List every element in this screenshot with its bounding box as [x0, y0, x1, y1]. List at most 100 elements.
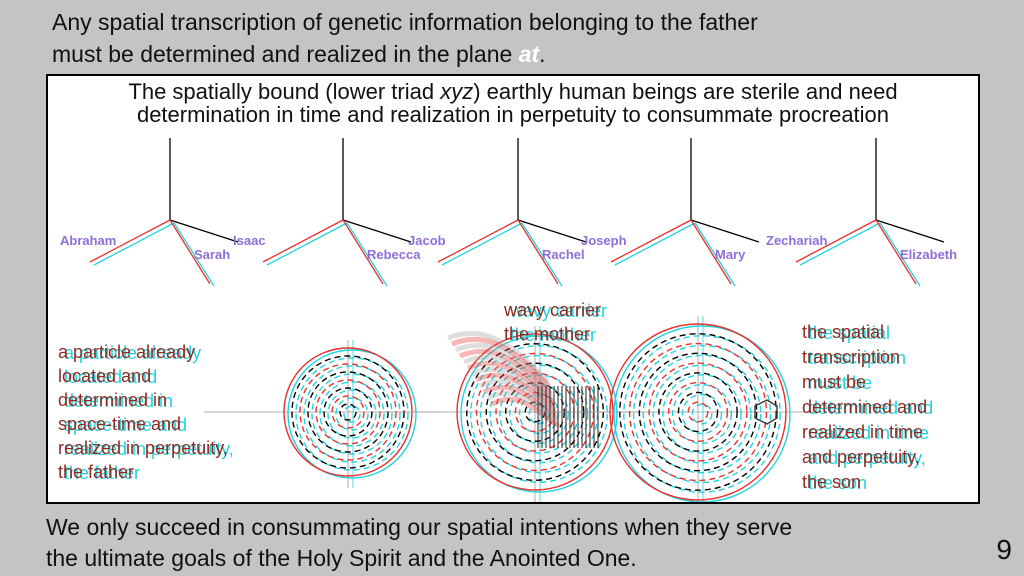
ring — [667, 381, 729, 443]
triad-lower-cyan — [879, 222, 921, 287]
note-line-shadow: realized in perpetuity, — [64, 439, 234, 459]
note-line-shadow: a particle already — [64, 343, 201, 363]
wavy-carrier-stroke — [447, 330, 550, 384]
hexagon-mark — [754, 399, 778, 425]
wavy-carrier-stroke — [478, 378, 558, 417]
ring-cyan — [287, 349, 417, 479]
panel-title: The spatially bound (lower triad xyz) ea… — [48, 80, 978, 126]
ring-cyan — [470, 345, 608, 483]
triad-left-name: Isaac — [233, 233, 266, 248]
wavy-carrier-stroke — [462, 354, 554, 400]
triad-lower-cyan — [521, 222, 563, 287]
wavy-carrier-stroke — [474, 372, 557, 412]
note-line-shadow: the spatial — [808, 323, 890, 343]
note-line: transcription — [802, 347, 900, 367]
triad-lower-red — [690, 219, 732, 285]
triad-lower-red — [875, 219, 917, 285]
wavy-carrier-stroke — [459, 348, 553, 396]
footer-line-2: the ultimate goals of the Holy Spirit an… — [46, 545, 637, 571]
triad-right-axis — [875, 219, 945, 243]
note-line-shadow: determined and — [808, 398, 933, 418]
panel-title-xyz: xyz — [440, 79, 474, 104]
triad-right-name: Mary — [715, 247, 746, 262]
triads-group: AbrahamSarahIsaacRebeccaJacobRachelJosep… — [60, 138, 957, 287]
note-line: determined and — [802, 397, 927, 417]
footer-line-1: We only succeed in consummating our spat… — [46, 514, 793, 540]
note-line-shadow: located and — [64, 367, 157, 387]
heading-line-2-suffix: . — [539, 41, 546, 67]
note-line: determined in — [58, 390, 167, 410]
ring-cyan — [295, 357, 409, 471]
panel-title-line-2: determination in time and realization in… — [136, 102, 890, 127]
note-line-shadow: wavy carrier — [509, 301, 607, 321]
page-number: 9 — [996, 534, 1012, 565]
triad-left-name: Joseph — [581, 233, 627, 248]
heading-line-1: Any spatial transcription of genetic inf… — [52, 9, 758, 35]
note-line-shadow: must be — [808, 373, 872, 393]
triad-left-name: Zechariah — [766, 233, 827, 248]
triad-left-cyan — [266, 222, 348, 266]
note-line-shadow: the father — [64, 463, 140, 483]
note-line: realized in time — [802, 422, 923, 442]
note-line: the mother — [504, 324, 590, 344]
ring-cyan — [691, 403, 713, 425]
ring-cyan — [671, 383, 733, 445]
ring — [609, 323, 787, 501]
ring-cyan — [343, 405, 361, 423]
wavy-carrier-stroke — [482, 384, 559, 421]
ring-cyan — [528, 403, 550, 425]
ring — [331, 395, 365, 429]
ring-cyan — [327, 389, 377, 439]
plane-at-label: at — [518, 41, 540, 67]
note-line: realized in perpetuity, — [58, 438, 228, 458]
triad-right-axis — [342, 219, 412, 243]
triad-left-red — [89, 219, 171, 263]
note-line-shadow: space-time and — [64, 415, 187, 435]
ring-cyan — [681, 393, 723, 435]
ring — [648, 362, 748, 462]
triad-left-cyan — [441, 222, 523, 266]
note-line: a particle already — [58, 342, 195, 362]
triad-left-red — [437, 219, 519, 263]
note-line: located and — [58, 366, 151, 386]
note-line-shadow: transcription — [808, 348, 906, 368]
ring-cyan — [319, 381, 385, 447]
ring — [687, 401, 709, 423]
triad-lower-cyan — [346, 222, 388, 287]
triad-right-axis — [690, 219, 760, 243]
triad-right-name: Rachel — [542, 247, 585, 262]
triad-right-axis — [169, 219, 239, 243]
diagram-canvas: AbrahamSarahIsaacRebeccaJacobRachelJosep… — [58, 138, 957, 502]
heading: Any spatial transcription of genetic inf… — [52, 6, 992, 70]
note-line-shadow: the mother — [510, 325, 596, 345]
note-line: the father — [58, 462, 134, 482]
panel-title-part-a: The spatially bound (lower triad — [128, 79, 441, 104]
triad-left-name: Jacob — [408, 233, 446, 248]
wavy-carrier-stroke — [451, 336, 551, 388]
ring — [628, 342, 768, 482]
note-line: space-time and — [58, 414, 181, 434]
wavy-carrier-stroke — [490, 396, 561, 429]
wavy-carrier-stroke — [486, 390, 560, 425]
ring-cyan — [632, 344, 772, 484]
triad-lower-red — [517, 219, 559, 285]
note-line: the spatial — [802, 322, 884, 342]
son-rings — [530, 316, 816, 502]
triad-left-name: Abraham — [60, 233, 116, 248]
triad-right-name: Elizabeth — [900, 247, 957, 262]
triad-lower-cyan — [694, 222, 736, 287]
ring-cyan — [311, 373, 393, 455]
heading-line-2: must be determined and realized in the p… — [52, 38, 992, 70]
note-line-shadow: and perpetuity, — [808, 448, 926, 468]
panel-title-line-1: The spatially bound (lower triad xyz) ea… — [48, 80, 978, 103]
triad-lower-red — [169, 219, 211, 285]
ring — [638, 352, 758, 472]
